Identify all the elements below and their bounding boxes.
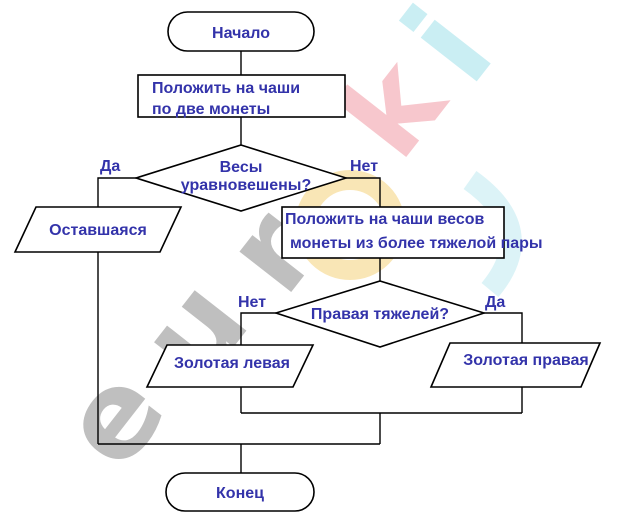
start-terminator: Начало: [167, 11, 315, 52]
decision1-line2: уравновешены?: [181, 177, 312, 194]
output-remaining-label: Оставшаяся: [49, 222, 147, 239]
output-gold-left: Золотая левая: [145, 344, 315, 388]
connector-decision1-yes: [97, 177, 136, 207]
step1-process: Положить на чаши по две монеты: [137, 74, 346, 118]
step1-line2: по две монеты: [152, 101, 270, 118]
output-gold-right-label: Золотая правая: [463, 352, 588, 369]
connector-decision2-yes: [484, 312, 523, 343]
watermark-swoosh: [463, 171, 522, 298]
step2-process: Положить на чаши весов монеты из более т…: [281, 206, 543, 259]
connector-decision2-no: [240, 312, 276, 345]
start-label: Начало: [212, 25, 270, 42]
decision1-line1: Весы: [220, 159, 263, 176]
connector-decision1-no: [346, 177, 381, 207]
output-gold-right: Золотая правая: [429, 342, 602, 388]
flow-connectors: [97, 51, 523, 473]
output-gold-left-label: Золотая левая: [174, 355, 290, 372]
end-label: Конец: [216, 485, 264, 502]
decision2-label: Правая тяжелей?: [311, 306, 449, 323]
decision1-no-label: Нет: [350, 158, 378, 175]
output-remaining: Оставшаяся: [13, 206, 183, 253]
decision2-no-label: Нет: [238, 294, 266, 311]
step2-line2: монеты из более тяжелой пары: [290, 235, 543, 252]
decision2-diamond: Правая тяжелей?: [273, 280, 487, 348]
decision1-diamond: Весы уравновешены?: [133, 144, 349, 212]
step1-line1: Положить на чаши: [152, 80, 300, 97]
decision1-yes-label: Да: [100, 158, 120, 175]
end-terminator: Конец: [165, 472, 315, 512]
step2-line1: Положить на чаши весов: [285, 211, 484, 228]
decision2-yes-label: Да: [485, 294, 505, 311]
